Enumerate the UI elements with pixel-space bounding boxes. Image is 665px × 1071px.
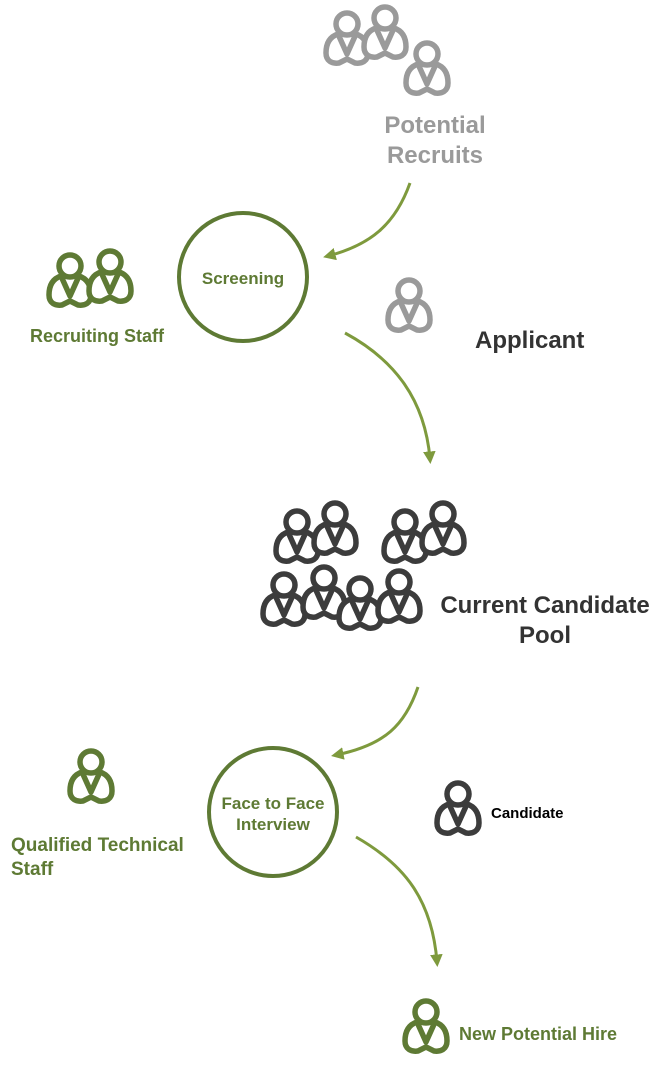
interview-label: Face to Face Interview — [221, 794, 325, 835]
arrow-interview-to-hire — [355, 835, 443, 968]
candidate-pool-label: Current Candidate Pool — [440, 592, 650, 649]
applicant-person-icon — [388, 280, 430, 330]
arrow-pool-to-interview — [331, 686, 420, 760]
candidate-label: Candidate — [491, 805, 564, 822]
screening-circle — [177, 211, 309, 343]
two-people-icon — [49, 251, 131, 305]
arrow-recruits-to-screening — [323, 182, 412, 261]
screening-label: Screening — [201, 269, 285, 288]
potential-recruits-label: Potential Recruits — [384, 112, 486, 169]
technical-staff-label: Qualified Technical Staff — [11, 835, 184, 880]
arrow-screening-to-pool — [344, 331, 436, 465]
recruiting-staff-label: Recruiting Staff — [30, 326, 165, 346]
people-group-icon — [326, 7, 448, 93]
interview-circle — [207, 746, 339, 878]
technical-staff-person-icon — [70, 751, 112, 801]
applicant-label: Applicant — [475, 327, 585, 354]
candidate-person-icon — [437, 783, 479, 833]
new-hire-person-icon — [405, 1001, 447, 1051]
new-hire-label: New Potential Hire — [459, 1024, 618, 1044]
